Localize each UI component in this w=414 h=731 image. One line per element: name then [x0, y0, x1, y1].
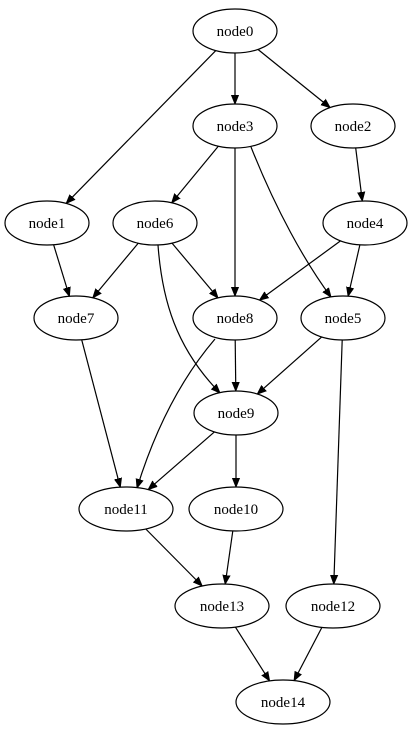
edge-node11-to-node13	[145, 528, 202, 586]
node-label: node3	[217, 119, 254, 135]
node-ellipse	[33, 295, 119, 341]
node-label: node10	[214, 502, 258, 518]
graph-node-node6: node6	[112, 200, 198, 246]
edge-node9-to-node11	[148, 431, 215, 490]
node-ellipse	[300, 295, 386, 341]
graph-node-node0: node0	[192, 8, 278, 54]
graph-node-node9: node9	[193, 390, 279, 436]
node-label: node0	[217, 24, 254, 40]
node-ellipse	[192, 103, 278, 149]
node-ellipse	[4, 200, 90, 246]
node-ellipse	[78, 486, 174, 532]
edge-node6-to-node7	[93, 242, 139, 298]
node-ellipse	[192, 295, 278, 341]
node-label: node13	[200, 599, 244, 615]
graph-node-node2: node2	[310, 103, 396, 149]
node-label: node7	[58, 311, 95, 327]
edge-node5-to-node12	[334, 339, 343, 584]
graph-node-node12: node12	[285, 583, 381, 629]
node-label: node5	[325, 311, 362, 327]
edge-node3-to-node5	[250, 146, 331, 297]
node-label: node9	[218, 406, 255, 422]
node-ellipse	[285, 583, 381, 629]
graph-node-node4: node4	[322, 200, 408, 246]
node-ellipse	[310, 103, 396, 149]
edge-node4-to-node8	[260, 240, 341, 300]
node-label: node2	[335, 119, 372, 135]
node-ellipse	[193, 390, 279, 436]
graph-node-node1: node1	[4, 200, 90, 246]
graph-node-node13: node13	[174, 583, 270, 629]
edge-node8-to-node9	[235, 339, 236, 391]
graph-node-node10: node10	[188, 486, 284, 532]
edge-node2-to-node4	[355, 147, 363, 201]
edge-node0-to-node2	[257, 48, 330, 107]
node-ellipse	[235, 679, 331, 725]
edge-node8-to-node11	[137, 338, 216, 488]
edge-node5-to-node9	[257, 336, 323, 394]
edge-node6-to-node9	[157, 244, 220, 393]
edge-node4-to-node5	[348, 244, 361, 296]
edge-node6-to-node8	[171, 242, 218, 298]
edge-node1-to-node7	[53, 244, 70, 297]
node-ellipse	[112, 200, 198, 246]
node-ellipse	[322, 200, 408, 246]
edge-node3-to-node6	[172, 145, 219, 203]
graph-node-node5: node5	[300, 295, 386, 341]
node-ellipse	[192, 8, 278, 54]
nodes-layer: node0 node1 node2 node3 node4 node5 node6 node7…	[4, 8, 408, 725]
edges-layer	[53, 48, 363, 681]
edge-node7-to-node11	[81, 339, 121, 487]
node-label: node8	[217, 311, 254, 327]
node-ellipse	[188, 486, 284, 532]
node-label: node4	[347, 216, 384, 232]
node-label: node11	[104, 502, 148, 518]
graph-node-node11: node11	[78, 486, 174, 532]
graph-node-node7: node7	[33, 295, 119, 341]
graph-node-node14: node14	[235, 679, 331, 725]
edge-node13-to-node14	[234, 626, 269, 681]
graph-node-node8: node8	[192, 295, 278, 341]
node-label: node6	[137, 216, 174, 232]
edge-node0-to-node1	[66, 50, 217, 204]
node-ellipse	[174, 583, 270, 629]
graph-node-node3: node3	[192, 103, 278, 149]
edge-node12-to-node14	[294, 627, 323, 680]
edge-node10-to-node13	[225, 530, 234, 584]
node-label: node1	[29, 216, 66, 232]
node-label: node12	[311, 599, 355, 615]
node-label: node14	[261, 695, 306, 711]
